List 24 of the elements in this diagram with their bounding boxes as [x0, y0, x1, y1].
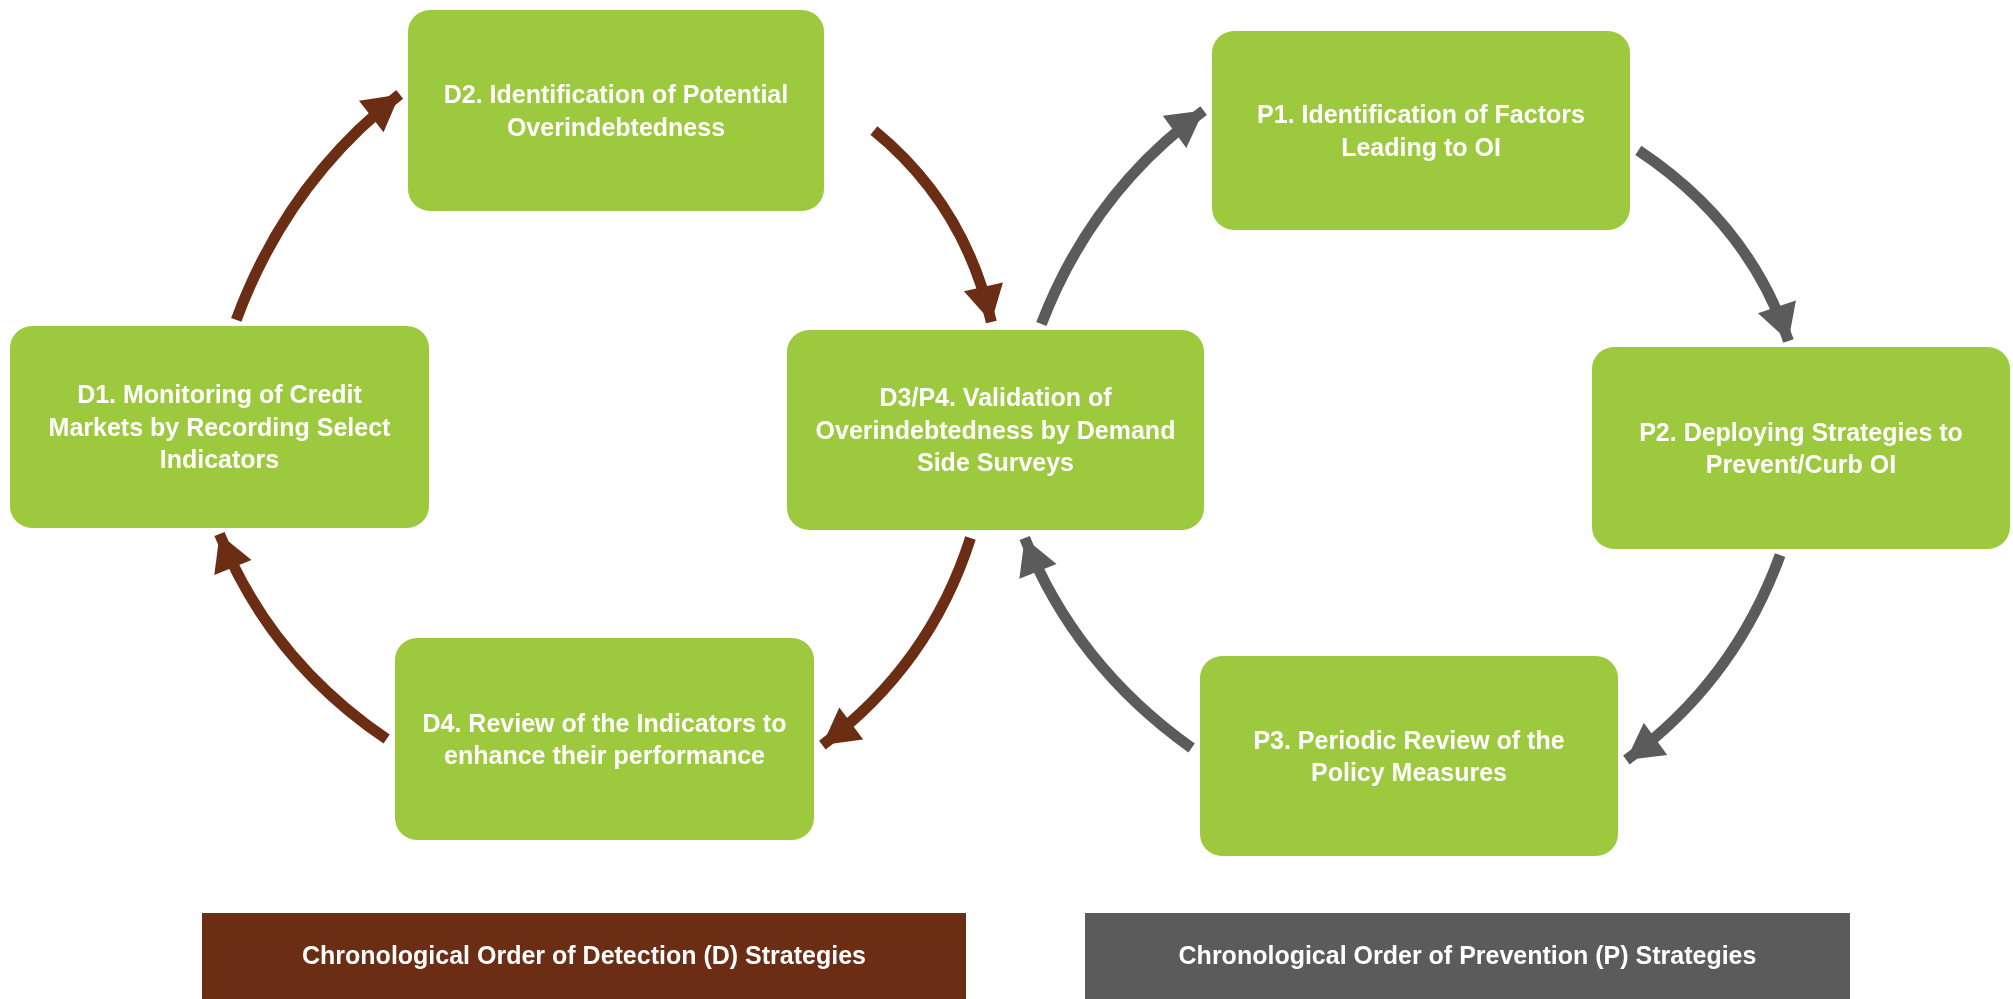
box-label: D2. Identification of Potential Overindebtedness: [442, 79, 790, 143]
box-label: P2. Deploying Strategies to Prevent/Curb OI: [1638, 416, 1964, 480]
process-box: [1200, 656, 1618, 856]
arrow: [1635, 145, 1795, 343]
legend-text: Chronological Order of Prevention (P) Strategies: [1178, 940, 1757, 972]
process-box: [1592, 347, 2010, 549]
arrow: [819, 536, 976, 750]
process-box: [408, 10, 824, 211]
process-box: [787, 330, 1204, 530]
arrow: [1036, 106, 1207, 327]
arrow: [1019, 535, 1195, 753]
process-box: [395, 638, 814, 840]
box-label: D4. Review of the Indicators to enhance their performance: [421, 707, 788, 771]
arrow: [1623, 553, 1786, 765]
arrow: [870, 126, 1002, 324]
process-box: [1212, 31, 1630, 230]
box-label: D3/P4. Validation of Overindebtedness by Demand Side Surveys: [814, 382, 1177, 479]
legend-text: Chronological Order of Detection (D) Strategies: [302, 940, 866, 972]
box-label: P1. Identification of Factors Leading to OI: [1256, 99, 1586, 163]
box-label: D1. Monitoring of Credit Markets by Recording Select Indicators: [47, 379, 392, 476]
arrow: [231, 90, 404, 322]
box-label: P3. Periodic Review of the Policy Measures: [1252, 724, 1566, 788]
process-box: [10, 326, 429, 528]
arrow: [214, 531, 390, 744]
